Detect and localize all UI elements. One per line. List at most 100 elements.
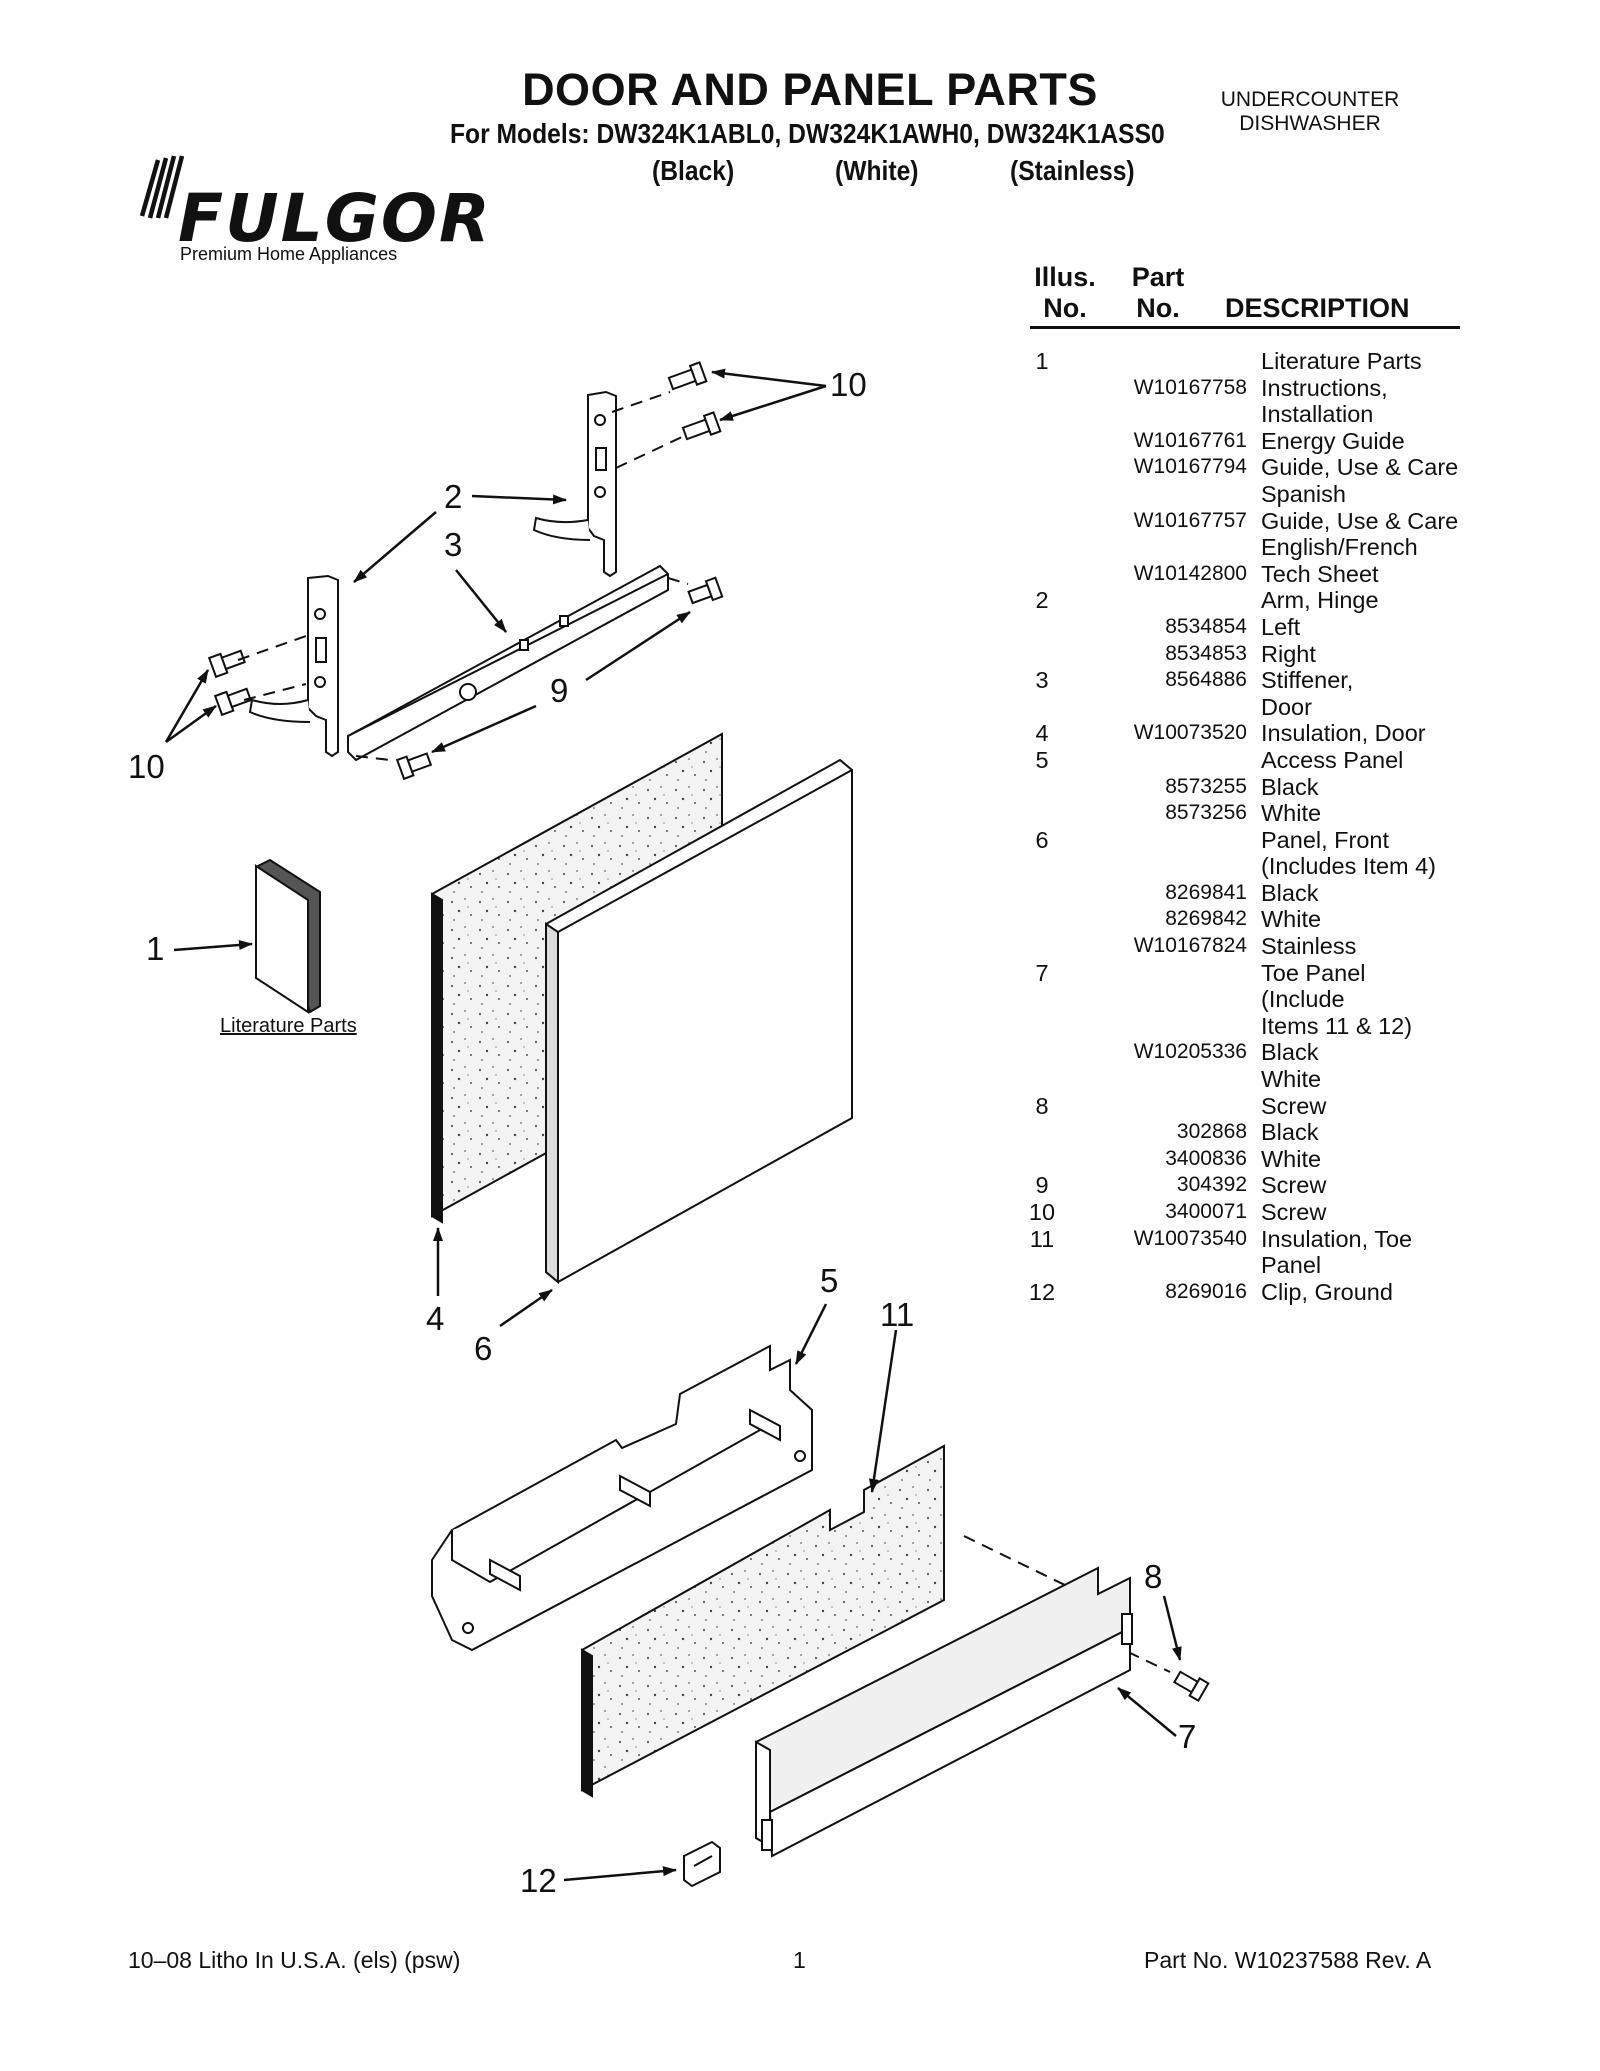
row-description: Insulation, Door xyxy=(1261,720,1426,747)
row-description: Right xyxy=(1261,640,1316,667)
row-part-no: 3400071 xyxy=(1165,1200,1247,1223)
leader-3 xyxy=(455,569,507,633)
footer-print-info: 10–08 Litho In U.S.A. (els) (psw) xyxy=(128,1947,461,1973)
parts-row: Panel xyxy=(1020,1252,1480,1279)
parts-row: Items 11 & 12) xyxy=(1020,1013,1480,1040)
parts-row: W10167757 Guide, Use & Care xyxy=(1020,508,1480,535)
toe-panel xyxy=(755,1566,1133,1858)
front-panel xyxy=(545,758,853,1285)
leader-9-a xyxy=(585,610,691,682)
row-illus-no: 4 xyxy=(1035,720,1049,747)
callout-1: 1 xyxy=(146,930,165,967)
row-part-no: 8564886 xyxy=(1165,668,1247,692)
variant-white: (White) xyxy=(835,155,919,186)
row-description: Screw xyxy=(1261,1199,1327,1225)
callout-8: 8 xyxy=(1144,1558,1163,1595)
leader-6 xyxy=(499,1288,553,1328)
brand-tagline: Premium Home Appliances xyxy=(180,244,398,264)
leader-2-left xyxy=(353,511,437,583)
row-illus-no: 9 xyxy=(1035,1172,1049,1199)
row-part-no: W10167757 xyxy=(1133,508,1247,532)
row-description: Access Panel xyxy=(1261,746,1404,773)
row-part-no: W10167824 xyxy=(1133,934,1247,958)
appliance-type-line1: UNDERCOUNTER xyxy=(1220,88,1400,111)
row-description: Installation xyxy=(1261,401,1374,428)
row-description: (Includes Item 4) xyxy=(1261,853,1437,880)
row-description: Literature Parts xyxy=(1261,348,1422,374)
row-illus-no: 6 xyxy=(1035,826,1049,853)
callout-3: 3 xyxy=(444,526,463,563)
row-description: Items 11 & 12) xyxy=(1261,1012,1413,1039)
parts-row: 9 304392 Screw xyxy=(1020,1172,1480,1199)
row-description: Clip, Ground xyxy=(1261,1278,1393,1305)
callout-2: 2 xyxy=(444,478,463,515)
door-stiffener xyxy=(347,564,669,762)
callout-6: 6 xyxy=(474,1330,493,1367)
leader-12 xyxy=(563,1866,677,1882)
col-header-part-line2: No. xyxy=(1136,293,1180,323)
row-illus-no: 7 xyxy=(1035,959,1049,986)
row-description: Stiffener, xyxy=(1261,667,1354,694)
row-description: Black xyxy=(1261,773,1319,800)
page-title: DOOR AND PANEL PARTS xyxy=(522,64,1098,115)
row-illus-no: 10 xyxy=(1028,1199,1056,1225)
row-description: Screw xyxy=(1261,1172,1327,1199)
models-line: For Models: DW324K1ABL0, DW324K1AWH0, DW… xyxy=(450,118,1165,149)
brand-logo-stripes-icon xyxy=(139,155,185,219)
variant-black: (Black) xyxy=(652,155,735,186)
row-description: Screw xyxy=(1261,1092,1327,1119)
col-header-illus: Illus. No. xyxy=(1030,262,1100,324)
leader-7 xyxy=(1117,1687,1177,1737)
appliance-type: UNDERCOUNTER DISHWASHER xyxy=(1180,88,1440,136)
leader-10-left-b xyxy=(165,704,217,744)
col-header-illus-line2: No. xyxy=(1043,293,1087,323)
row-description: English/French xyxy=(1261,534,1418,561)
row-description: (Include xyxy=(1261,986,1345,1013)
row-description: Instructions, xyxy=(1261,374,1388,401)
row-part-no: W10167761 xyxy=(1133,428,1247,452)
row-description: White xyxy=(1261,800,1322,827)
row-description: Black xyxy=(1261,1119,1319,1146)
callout-12: 12 xyxy=(520,1862,557,1899)
parts-row: Spanish xyxy=(1020,481,1480,508)
variant-stainless: (Stainless) xyxy=(1010,155,1135,186)
row-part-no: W10142800 xyxy=(1133,561,1247,585)
callout-5: 5 xyxy=(820,1262,839,1299)
leader-10-left-a xyxy=(164,669,210,743)
col-header-illus-line1: Illus. xyxy=(1034,262,1096,292)
col-header-description: DESCRIPTION xyxy=(1225,293,1410,323)
callout-10-left: 10 xyxy=(128,748,165,785)
row-description: White xyxy=(1261,906,1322,933)
row-illus-no: 8 xyxy=(1035,1092,1049,1119)
row-part-no: 304392 xyxy=(1176,1173,1247,1197)
ground-clip xyxy=(683,1840,721,1888)
parts-row: (Include xyxy=(1020,986,1480,1013)
row-description: Stainless xyxy=(1261,933,1357,960)
parts-row: 8534853 Right xyxy=(1020,641,1480,668)
parts-row: Installation xyxy=(1020,401,1480,428)
callout-10-top: 10 xyxy=(830,366,867,403)
row-part-no: 8534853 xyxy=(1165,641,1247,665)
col-header-part-line1: Part xyxy=(1131,262,1185,292)
row-description: Guide, Use & Care xyxy=(1261,507,1459,534)
row-part-no: 8269841 xyxy=(1165,880,1247,904)
appliance-type-line2: DISHWASHER xyxy=(1239,112,1381,135)
literature-booklet xyxy=(255,858,321,1014)
hinge-arm-left xyxy=(248,574,339,758)
access-panel xyxy=(431,1344,813,1652)
row-illus-no: 11 xyxy=(1029,1225,1055,1252)
leader-11 xyxy=(868,1329,898,1493)
hinge-arm-right xyxy=(532,390,617,578)
literature-parts-label: Literature Parts xyxy=(220,1015,357,1037)
